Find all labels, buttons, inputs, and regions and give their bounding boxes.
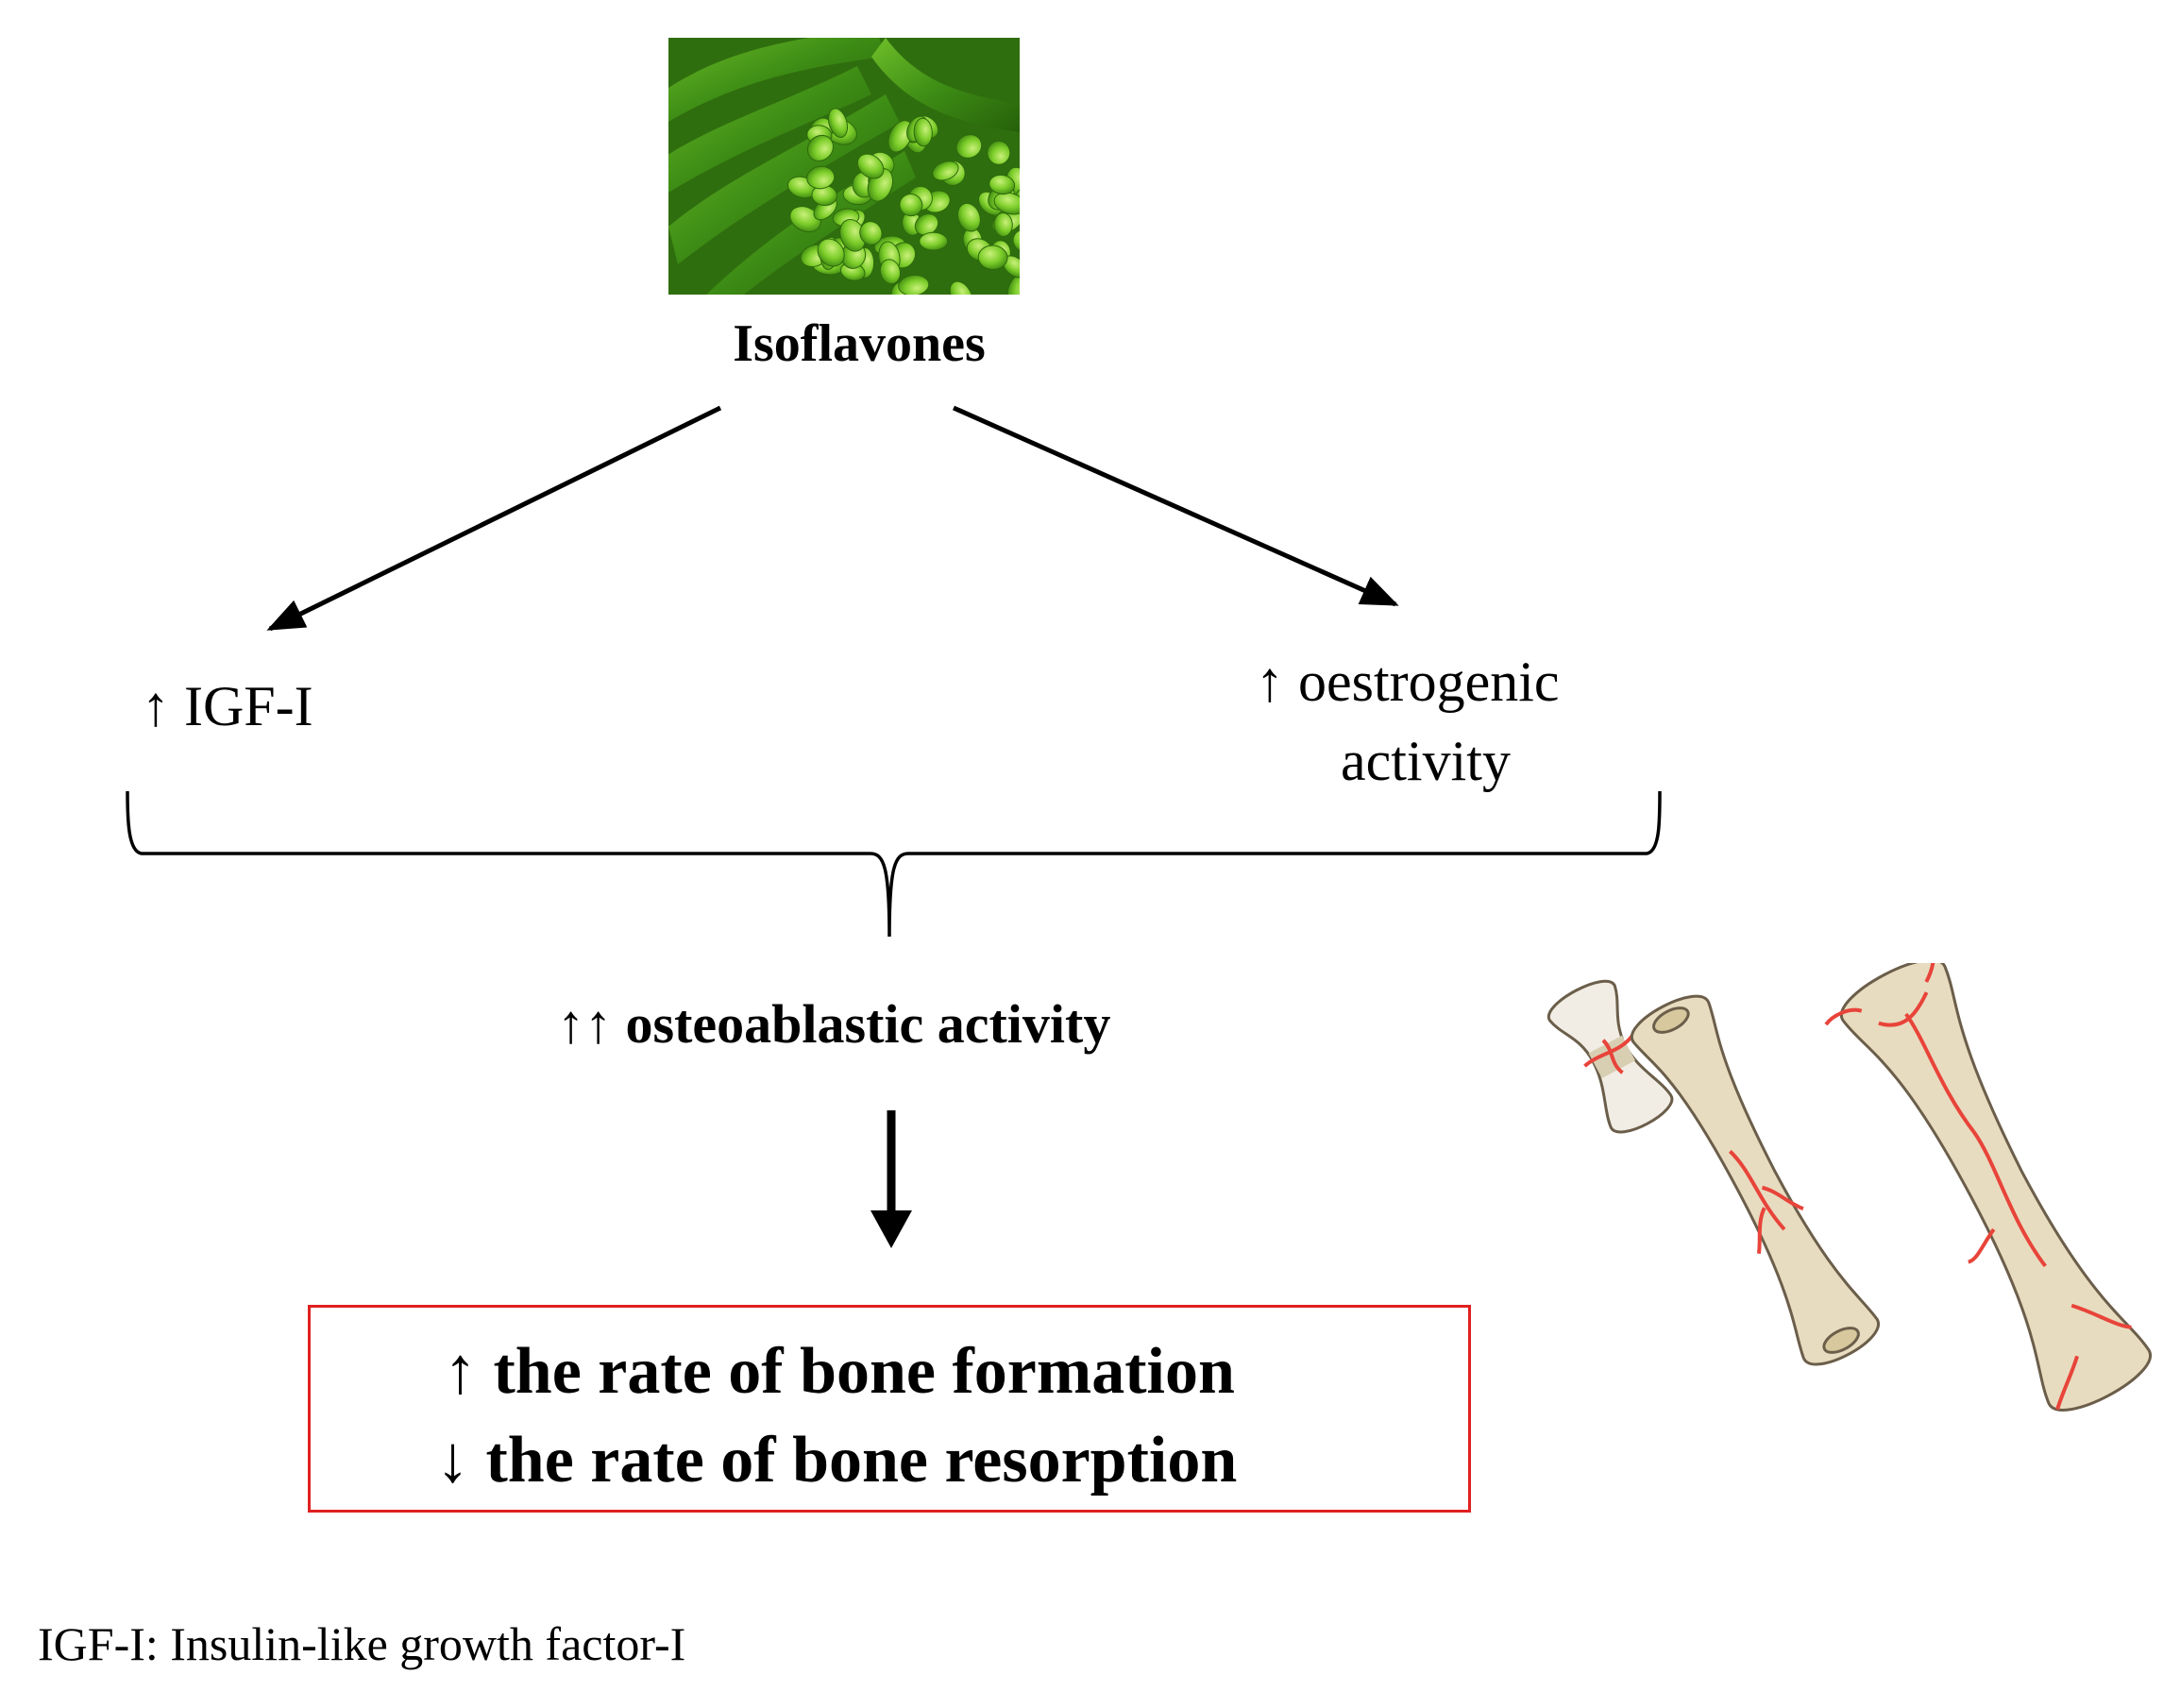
soybean-shape bbox=[989, 174, 1016, 195]
osteoblastic-activity-label: ↑↑ osteoablastic activity bbox=[557, 993, 1111, 1055]
soybean-shape bbox=[987, 140, 1011, 165]
arrow-down-head bbox=[870, 1210, 912, 1248]
soybean-shape bbox=[919, 231, 949, 251]
soybean-shape bbox=[827, 108, 849, 138]
soybean-shape bbox=[899, 194, 923, 217]
soybean-shape bbox=[932, 161, 959, 181]
soybean-shape bbox=[817, 238, 845, 267]
soybean-shape bbox=[956, 202, 981, 232]
soybean-shape bbox=[879, 259, 902, 285]
soybean-shape bbox=[898, 274, 930, 295]
arrow-to-igf bbox=[266, 405, 722, 632]
soybean-shape bbox=[1006, 273, 1020, 295]
soybean-shape bbox=[789, 206, 821, 233]
soybean-shape bbox=[977, 245, 1008, 270]
footnote: IGF-I: Insulin-like growth factor-I bbox=[38, 1617, 686, 1670]
curly-brace bbox=[126, 790, 1662, 938]
soybean-shape bbox=[955, 134, 983, 159]
soybean-shape bbox=[856, 153, 885, 179]
soybean-shape bbox=[1012, 228, 1020, 253]
oestrogenic-label: ↑ oestrogenic bbox=[1256, 651, 1560, 713]
result-box bbox=[308, 1305, 1471, 1513]
soybean-shape bbox=[859, 221, 883, 245]
bone-formation-label: ↑ the rate of bone formation bbox=[444, 1335, 1235, 1408]
soybean-shape bbox=[993, 192, 1020, 215]
soybean-shape bbox=[949, 280, 973, 295]
oestrogenic-label-line2: activity bbox=[1341, 730, 1511, 792]
igf-label: ↑ IGF-I bbox=[142, 675, 313, 737]
bone-growth-illustration bbox=[1546, 963, 2152, 1412]
arrow-to-oestrogenic bbox=[952, 405, 1399, 607]
soybean-shape bbox=[806, 165, 836, 190]
bone-resorption-label: ↓ the rate of bone resorption bbox=[436, 1424, 1238, 1497]
soybean-photo bbox=[668, 38, 1020, 295]
diagram-title: Isoflavones bbox=[733, 314, 986, 373]
soybean-shape bbox=[887, 120, 914, 153]
soybean-shape bbox=[806, 134, 834, 161]
soybean-shape bbox=[993, 212, 1013, 237]
soybean-shape bbox=[913, 117, 933, 147]
